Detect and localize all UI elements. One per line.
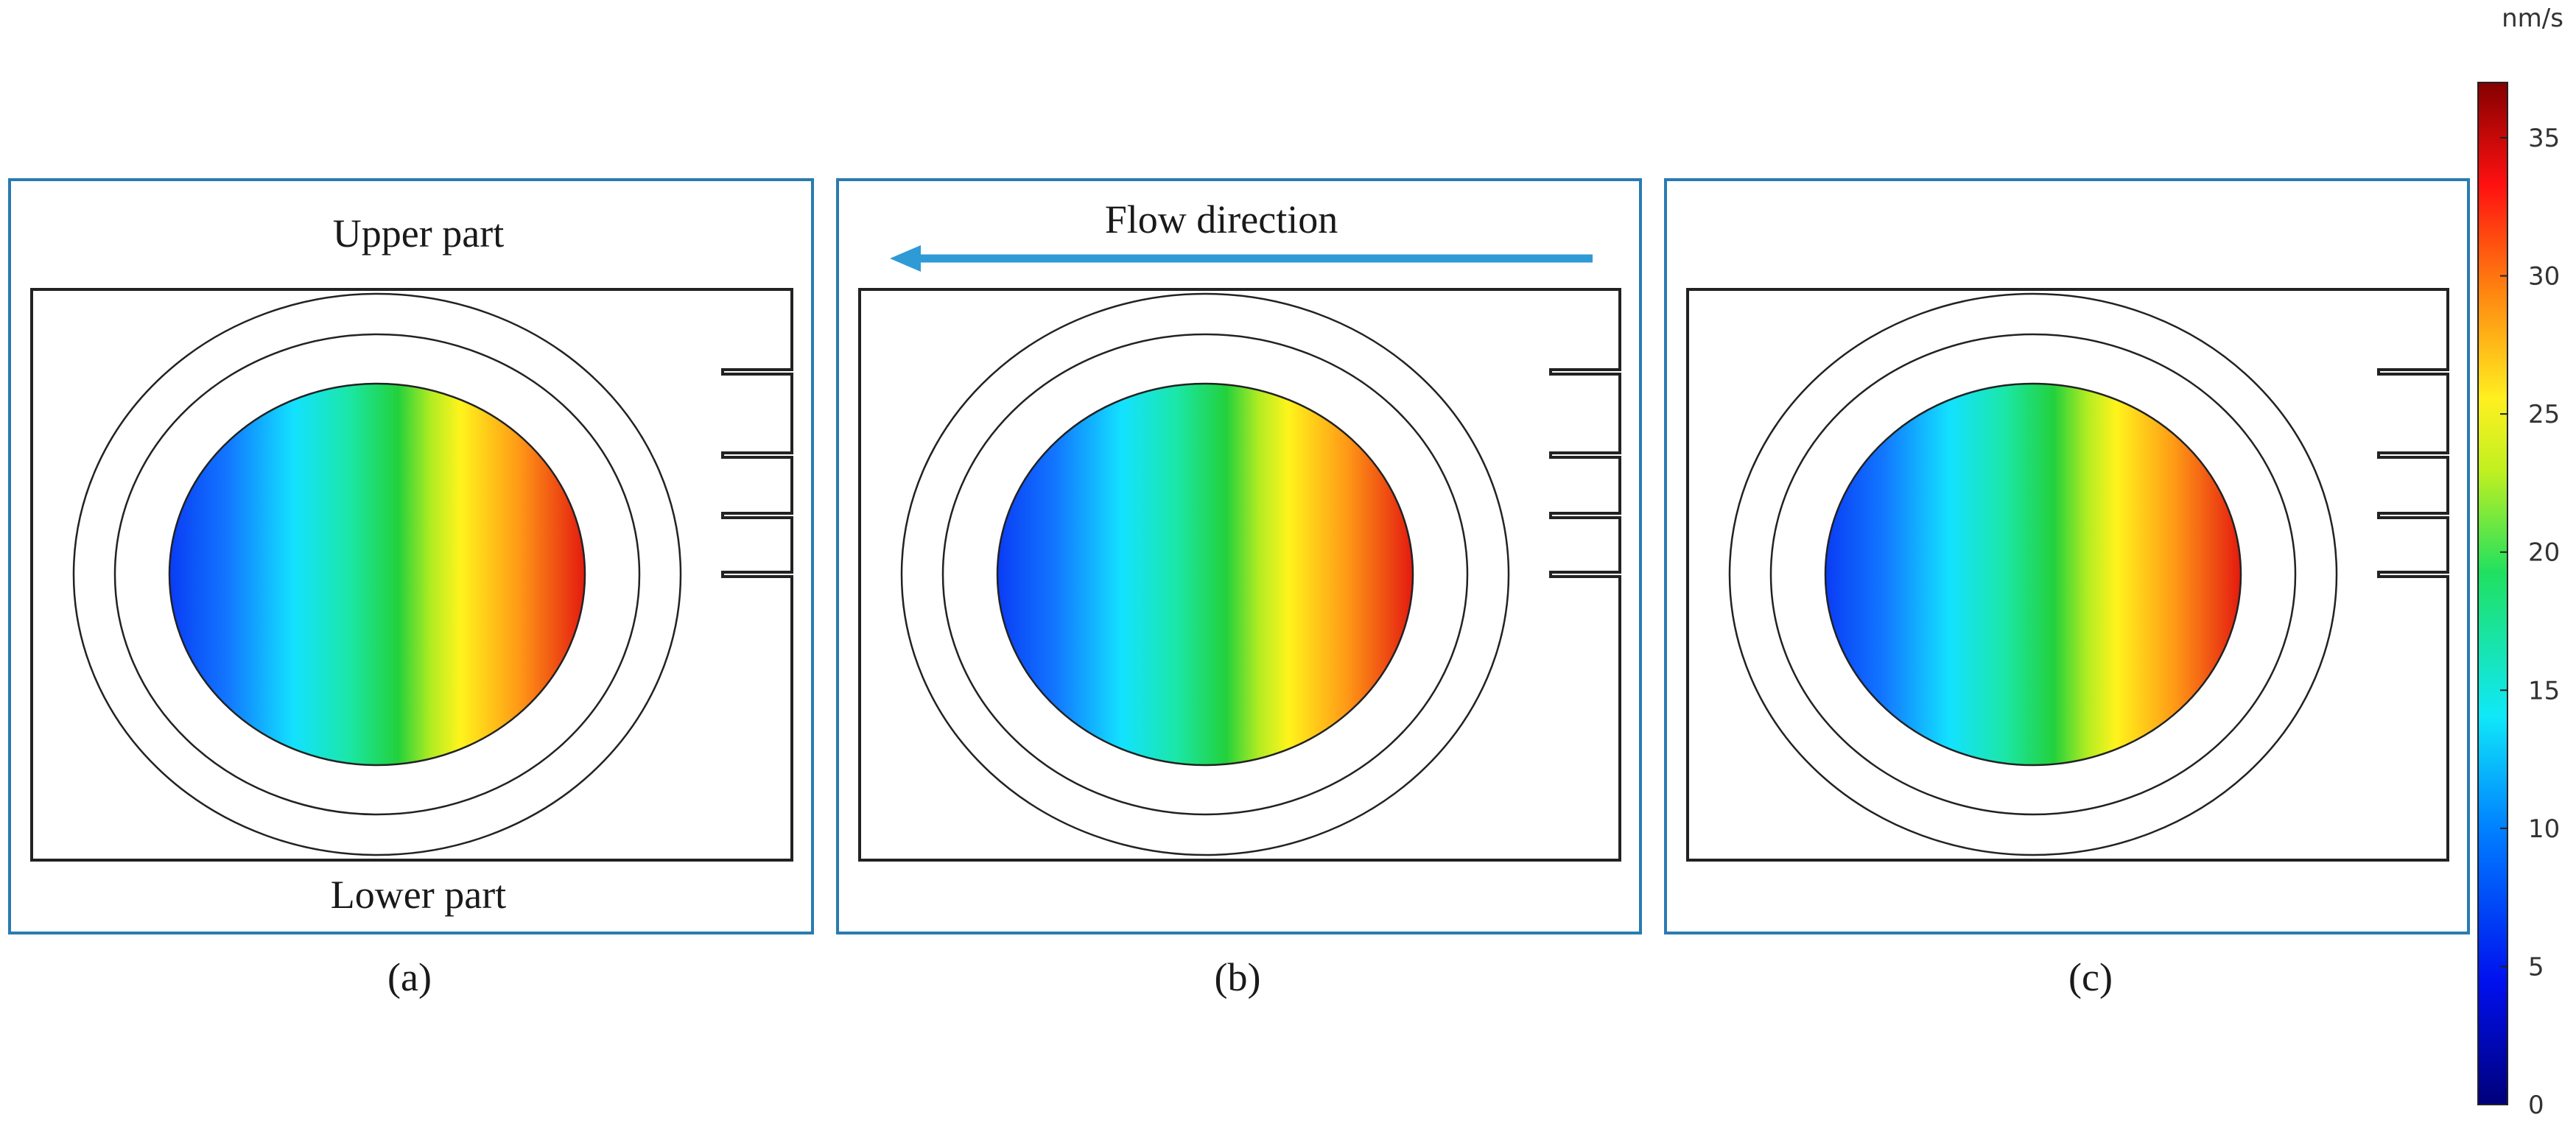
outer-ring [72, 292, 682, 856]
inner-ring [941, 333, 1469, 816]
colorbar-tick-label: 15 [2528, 676, 2560, 705]
inner-ring [1769, 333, 2297, 816]
colorbar-tick-label: 35 [2528, 124, 2560, 153]
panel-caption: (b) [1215, 955, 1261, 999]
colorbar-tick-label: 0 [2528, 1091, 2544, 1120]
colorbar-tick-label: 25 [2528, 400, 2560, 429]
colorbar-ticks: 0 5 10 15 20 25 30 35 [2500, 124, 2560, 1120]
panel-border [8, 178, 814, 934]
panel-c: (c) [1664, 178, 2470, 999]
chamber-outline [1686, 288, 2449, 862]
panel-border [836, 178, 1642, 934]
flow-direction-label: Flow direction [1105, 197, 1338, 242]
chamber-outline [858, 288, 1621, 862]
geometry [1686, 288, 2449, 862]
substrate-velocity-field [996, 382, 1414, 767]
panel-border [1664, 178, 2470, 934]
panel-caption: (c) [2068, 955, 2113, 999]
colorbar-unit: nm/s [2502, 4, 2563, 33]
colorbar: nm/s 0 5 10 15 20 25 30 35 [2477, 4, 2563, 1120]
flow-direction-arrow [890, 245, 1593, 272]
outer-ring [1728, 292, 2338, 856]
panel-caption: (a) [387, 955, 432, 999]
geometry [30, 288, 793, 862]
substrate-velocity-field [168, 382, 586, 767]
colorbar-tick-label: 30 [2528, 262, 2560, 292]
chamber-outline [30, 288, 793, 862]
upper-part-label: Upper part [333, 211, 504, 256]
inner-ring [113, 333, 641, 816]
substrate-velocity-field [1824, 382, 2242, 767]
panel-a: Upper part Lower part (a) [8, 178, 814, 999]
lower-part-label: Lower part [331, 873, 506, 917]
colorbar-tick-label: 10 [2528, 814, 2560, 844]
colorbar-gradient [2477, 82, 2508, 1105]
colorbar-tick-label: 20 [2528, 538, 2560, 568]
outer-ring [900, 292, 1510, 856]
geometry [858, 288, 1621, 862]
colorbar-tick-label: 5 [2528, 952, 2544, 982]
panel-b: Flow direction (b) [836, 178, 1642, 999]
